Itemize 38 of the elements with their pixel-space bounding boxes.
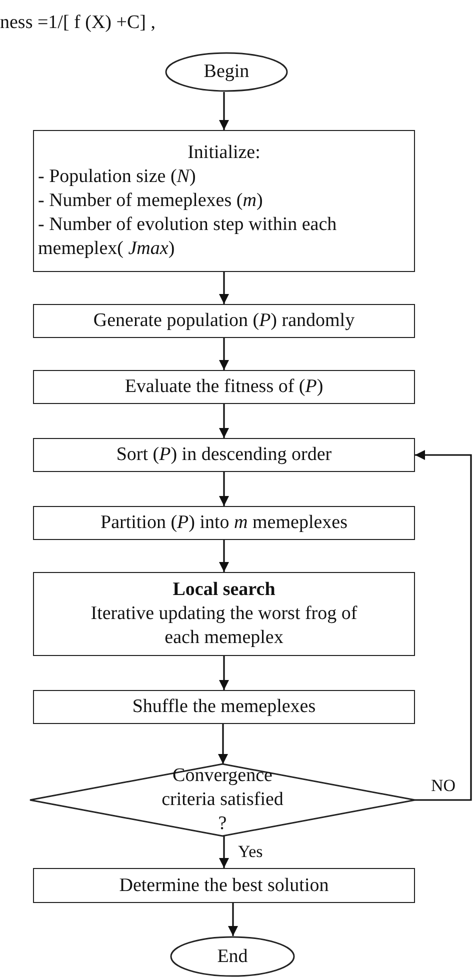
process-box — [33, 868, 415, 903]
decision-diamond — [30, 764, 415, 836]
node-text: Determine the best solution — [119, 874, 329, 898]
node-text: Iterative updating the worst frog of each memeplex — [90, 602, 358, 650]
node-text: Partition (P) into m memeplexes — [100, 511, 348, 535]
node-text: Convergence criteria satisfied ? — [160, 764, 284, 836]
node-text: - Number of memeplexes (m) — [37, 189, 264, 213]
process-box — [33, 572, 415, 656]
arrow — [219, 272, 229, 304]
process-box — [33, 438, 415, 472]
node-text: Begin — [204, 60, 250, 84]
arrow — [415, 450, 472, 801]
arrow — [218, 724, 228, 764]
arrow — [219, 836, 229, 868]
node-text: Sort (P) in descending order — [116, 443, 332, 467]
arrow — [219, 656, 229, 690]
arrow — [219, 338, 229, 370]
node-heading: Local search — [172, 578, 276, 602]
node-text: Shuffle the memeplexes — [132, 695, 316, 719]
arrow — [219, 472, 229, 506]
node-text: Generate population (P) randomly — [93, 309, 355, 333]
arrow — [219, 540, 229, 572]
arrow — [219, 92, 229, 130]
process-box — [33, 506, 415, 540]
arrow — [219, 404, 229, 438]
node-text: - Number of evolution step within each memeplex( Jmax) — [37, 213, 338, 261]
process-box — [33, 304, 415, 338]
start-ellipse — [165, 52, 288, 92]
end-ellipse — [170, 936, 295, 977]
process-box — [33, 130, 415, 272]
process-box — [33, 370, 415, 404]
node-heading: Initialize: — [188, 141, 260, 165]
node-text: Evaluate the fitness of (P) — [124, 375, 324, 399]
node-text: - Population size (N) — [37, 165, 197, 189]
node-text: End — [217, 944, 248, 968]
arrow — [228, 903, 238, 936]
process-box — [33, 690, 415, 724]
formula-text: ness =1/[ f (X) +C] , — [0, 12, 156, 34]
